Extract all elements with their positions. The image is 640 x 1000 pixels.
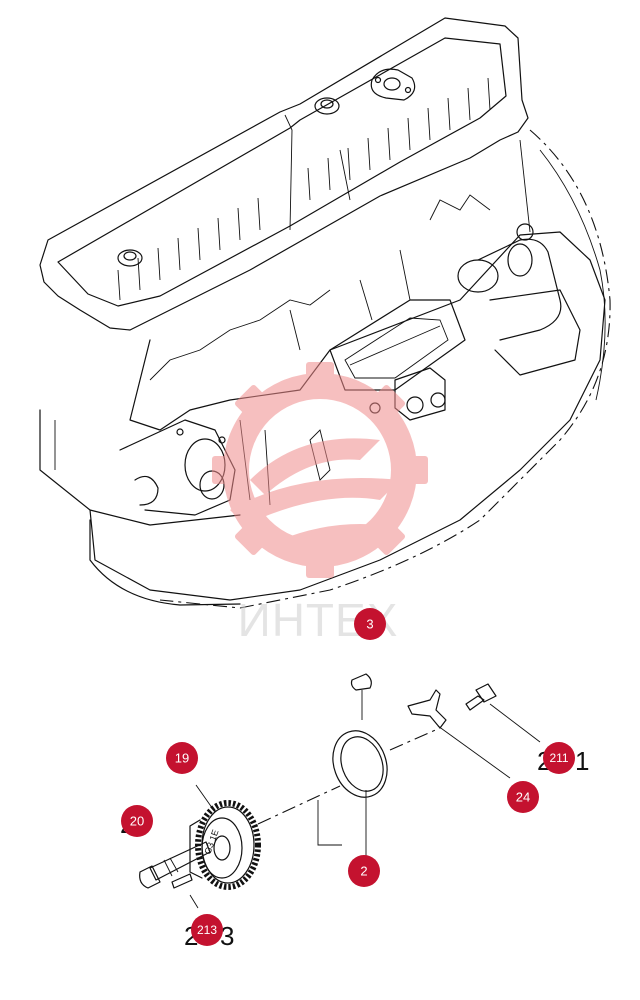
watermark-logo: ИНТЕХ (212, 362, 428, 646)
callout-3[interactable]: 3 (354, 608, 386, 640)
engine-illustration (39, 17, 611, 609)
exploded-parts: G3 1E (139, 673, 541, 909)
svg-text:211: 211 (549, 751, 568, 765)
svg-text:3: 3 (220, 921, 234, 951)
callout-211[interactable]: 211 (543, 742, 575, 774)
svg-text:213: 213 (197, 923, 217, 937)
svg-text:3: 3 (366, 617, 373, 632)
cover-ribs (117, 77, 491, 301)
gear-icon (212, 362, 428, 578)
bracket-bolt (465, 683, 497, 711)
callout-19[interactable]: 19 (166, 742, 198, 774)
woodruff-key (350, 673, 372, 691)
svg-text:20: 20 (130, 814, 144, 829)
svg-text:24: 24 (516, 790, 530, 805)
svg-text:2: 2 (360, 864, 367, 879)
callout-24[interactable]: 24 (507, 781, 539, 813)
gasket-ring (332, 730, 388, 798)
callout-20[interactable]: 20 (121, 805, 153, 837)
callout-2[interactable]: 2 (348, 855, 380, 887)
svg-text:19: 19 (175, 751, 189, 766)
idler-shaft-bolt (139, 841, 211, 889)
svg-text:1: 1 (575, 746, 589, 776)
dowel-pin (171, 873, 193, 889)
bracket (407, 689, 447, 729)
callout-213[interactable]: 213 (191, 914, 223, 946)
